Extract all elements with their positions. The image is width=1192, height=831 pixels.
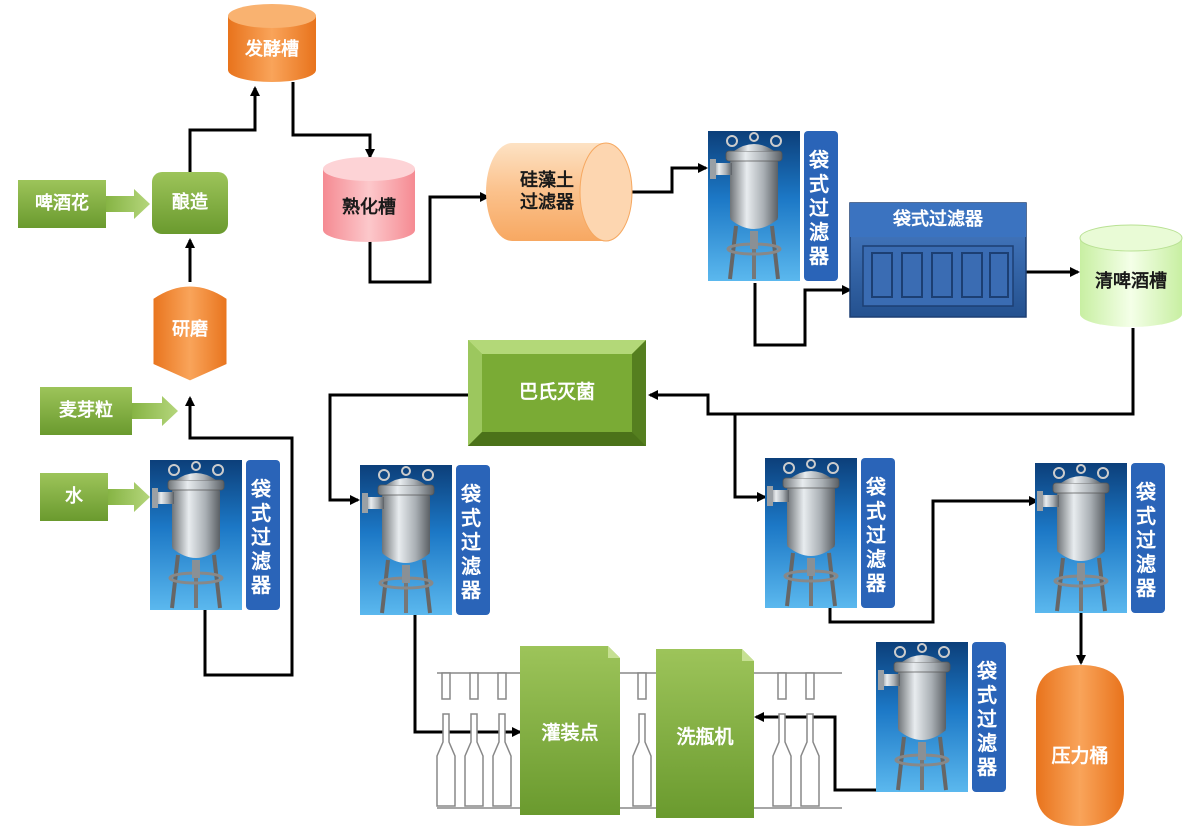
bottle-washer-label: 洗瓶机 xyxy=(676,726,734,749)
bottle xyxy=(772,713,792,807)
clear-beer-tank-label: 清啤酒槽 xyxy=(1095,270,1167,292)
water-input xyxy=(40,473,150,521)
connector-diatomite-filter1 xyxy=(632,163,708,194)
bag-filter-5-label: 袋式过滤器 xyxy=(1136,480,1156,600)
upper-bottle-holder xyxy=(637,672,647,700)
pressure-barrel xyxy=(1036,665,1124,826)
upper-bottle-holder xyxy=(777,672,787,700)
filling-point-label: 灌装点 xyxy=(541,722,599,745)
upper-bottle-holder xyxy=(497,672,507,700)
fermentation-tank xyxy=(228,4,316,82)
bottle xyxy=(800,713,820,807)
pasteurization-label: 巴氏灭菌 xyxy=(518,381,595,404)
maturation-tank-label: 熟化槽 xyxy=(342,196,396,218)
hops-label: 啤酒花 xyxy=(35,192,89,214)
water-label: 水 xyxy=(65,485,83,507)
connector-pasteur-filter3 xyxy=(328,393,468,505)
pressure-barrel-label: 压力桶 xyxy=(1051,745,1109,768)
upper-bottle-holder xyxy=(441,672,451,700)
connector-filter6-washer xyxy=(754,712,878,792)
connector-filter2-milling xyxy=(185,396,294,677)
upper-bottle-holder xyxy=(469,672,479,700)
milling-label: 研磨 xyxy=(172,318,208,340)
brewing-box xyxy=(152,172,228,234)
bottle xyxy=(492,713,512,807)
malt-input xyxy=(40,387,178,435)
milling-shape xyxy=(150,283,230,384)
filling-station xyxy=(520,646,620,815)
fermentation-tank-label: 发酵槽 xyxy=(245,38,299,60)
clear-beer-tank xyxy=(1079,224,1183,327)
connector-brewing-fermentation xyxy=(188,86,260,172)
connector-fermentation-maturation xyxy=(291,82,375,159)
connector-filter3-filling xyxy=(413,612,522,737)
bag-filter-3-label: 袋式过滤器 xyxy=(461,482,481,602)
hops-input xyxy=(18,180,150,228)
bottling-line xyxy=(436,672,842,809)
bottle-washer-station xyxy=(656,649,754,818)
diatomite-filter-label: 硅藻土 过滤器 xyxy=(520,169,574,214)
bottle xyxy=(632,713,652,807)
maturation-tank xyxy=(323,157,415,242)
bag-filter-box-label: 袋式过滤器 xyxy=(893,208,983,230)
connector-filter4-filter5 xyxy=(828,496,1039,624)
bottle xyxy=(464,713,484,807)
diatomite-filter xyxy=(486,142,633,242)
bottle xyxy=(436,713,456,807)
upper-bottle-holder xyxy=(805,672,815,700)
connector-filter1-box xyxy=(753,283,852,347)
bag-filter-6-label: 袋式过滤器 xyxy=(977,659,997,779)
bag-filter-4-label: 袋式过滤器 xyxy=(866,475,886,595)
brewing-label: 酿造 xyxy=(172,191,208,213)
bag-filter-box xyxy=(849,202,1027,318)
bag-filter-2-label: 袋式过滤器 xyxy=(251,477,271,597)
bag-filter-1-label: 袋式过滤器 xyxy=(809,148,829,268)
connector-clearbeer-pasteur xyxy=(648,328,1135,416)
pasteurization-box xyxy=(468,340,646,446)
connector-maturation-diatomite xyxy=(368,192,490,284)
malt-label: 麦芽粒 xyxy=(59,399,113,421)
connector-branch-filter4 xyxy=(733,414,767,502)
